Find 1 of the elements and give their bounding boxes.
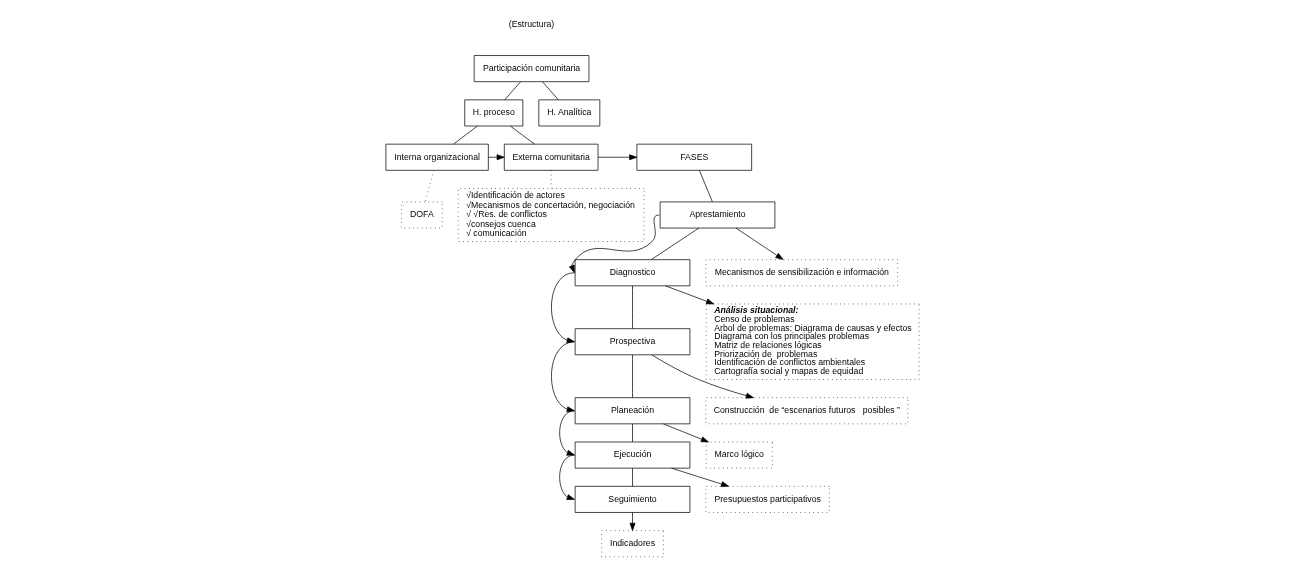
label: (Estructura) bbox=[508, 18, 554, 29]
